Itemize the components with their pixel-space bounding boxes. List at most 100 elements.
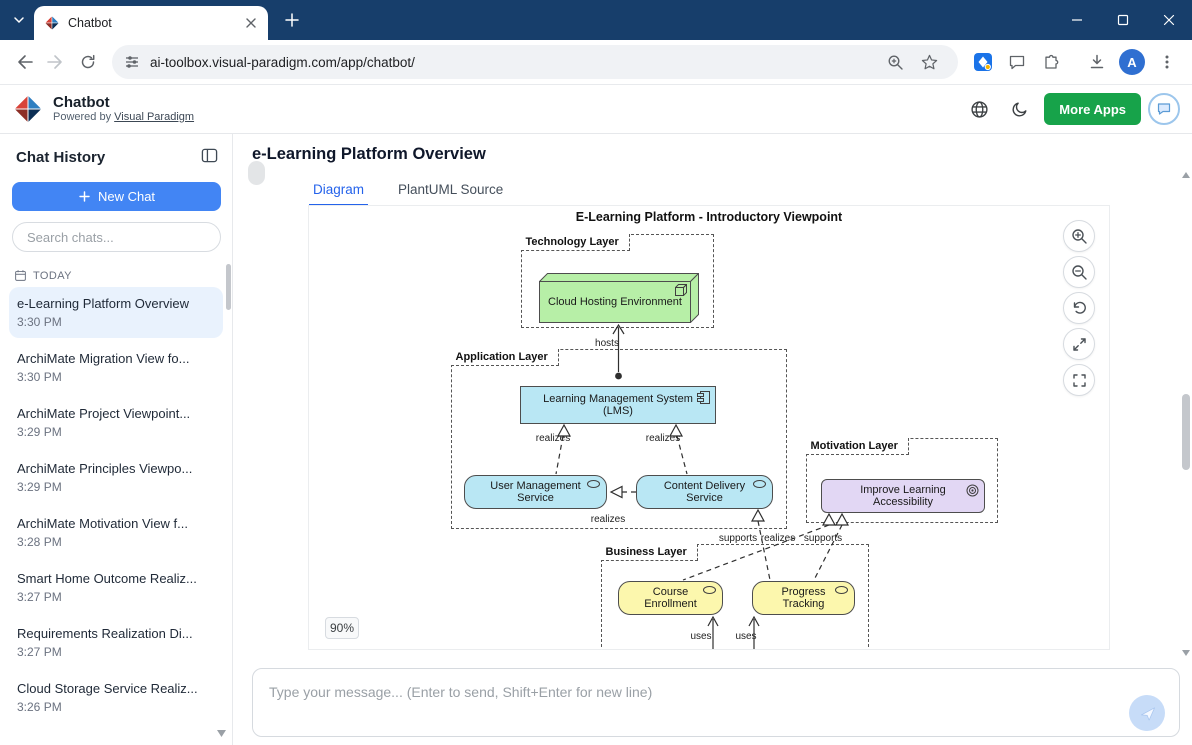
url-omnibox[interactable]: ai-toolbox.visual-paradigm.com/app/chatb… [112, 45, 958, 79]
diagram-title: E-Learning Platform - Introductory Viewp… [309, 210, 1109, 224]
today-label: TODAY [33, 270, 72, 282]
visual-paradigm-link[interactable]: Visual Paradigm [114, 111, 194, 123]
message-composer [252, 668, 1180, 737]
browser-menu-button[interactable] [1152, 47, 1182, 77]
node-user-management-service[interactable]: User Management Service [464, 475, 607, 509]
downloads-button[interactable] [1082, 47, 1112, 77]
browser-tab-bar: Chatbot [0, 0, 1192, 40]
group-label-technology: Technology Layer [521, 234, 630, 251]
profile-avatar[interactable]: A [1119, 49, 1145, 75]
node-learning-management-system[interactable]: Learning Management System (LMS) [520, 386, 716, 424]
node-progress-tracking[interactable]: Progress Tracking [752, 581, 855, 615]
chat-time: 3:30 PM [17, 370, 215, 384]
message-input[interactable] [253, 669, 1179, 736]
comment-button[interactable] [1002, 47, 1032, 77]
powered-by-text: Powered by [53, 111, 111, 123]
language-button[interactable] [962, 92, 996, 126]
chat-time: 3:29 PM [17, 480, 215, 494]
node-icon [675, 284, 687, 296]
node-content-delivery-service[interactable]: Content Delivery Service [636, 475, 773, 509]
chat-title: Cloud Storage Service Realiz... [17, 681, 215, 696]
collapse-sidebar-button[interactable] [201, 147, 218, 167]
new-tab-button[interactable] [281, 9, 303, 31]
send-button[interactable] [1129, 695, 1165, 731]
chat-title: e-Learning Platform Overview [17, 296, 215, 311]
site-settings-icon [124, 54, 140, 70]
diagram-canvas[interactable]: E-Learning Platform - Introductory Viewp… [309, 206, 1109, 649]
reset-rotate-icon [1071, 300, 1088, 317]
fullscreen-button[interactable] [1063, 364, 1095, 396]
node-improve-learning-accessibility[interactable]: Improve Learning Accessibility [821, 479, 985, 513]
chat-title: ArchiMate Migration View fo... [17, 351, 215, 366]
calendar-icon [14, 269, 27, 282]
chat-item-0[interactable]: e-Learning Platform Overview 3:30 PM [9, 287, 223, 338]
edge-label-uses-1: uses [690, 631, 711, 642]
sidebar-scroll-down-arrow[interactable] [217, 724, 226, 742]
close-icon [1163, 14, 1175, 26]
extensions-button[interactable] [1036, 47, 1066, 77]
tab-diagram[interactable]: Diagram [309, 179, 368, 206]
tab-plantuml-source[interactable]: PlantUML Source [394, 179, 507, 206]
new-chat-button[interactable]: New Chat [12, 182, 221, 211]
zoom-page-button[interactable] [880, 47, 910, 77]
chat-bubble-icon [1156, 101, 1172, 117]
browser-address-bar: ai-toolbox.visual-paradigm.com/app/chatb… [0, 40, 1192, 85]
node-cloud-hosting-environment[interactable]: Cloud Hosting Environment [539, 273, 699, 323]
chat-item-1[interactable]: ArchiMate Migration View fo... 3:30 PM [9, 342, 223, 393]
reload-button[interactable] [72, 46, 104, 78]
maximize-button[interactable] [1100, 0, 1146, 40]
app-header: Chatbot Powered by Visual Paradigm More … [0, 85, 1192, 134]
component-icon [697, 391, 710, 404]
edge-label-realizes-right: realizes [646, 433, 680, 444]
main-scrollbar[interactable] [1180, 171, 1192, 657]
chat-item-3[interactable]: ArchiMate Principles Viewpo... 3:29 PM [9, 452, 223, 503]
more-apps-button[interactable]: More Apps [1044, 93, 1141, 125]
minimize-button[interactable] [1054, 0, 1100, 40]
plus-icon [78, 190, 91, 203]
back-button[interactable] [8, 46, 40, 78]
group-label-motivation: Motivation Layer [806, 438, 909, 455]
edge-label-realizes-bottom: realizes [761, 533, 795, 544]
kebab-menu-icon [1159, 54, 1175, 70]
app-title: Chatbot [53, 94, 194, 111]
chat-history-sidebar: Chat History New Chat TODAY e-Learning P… [0, 134, 233, 745]
search-chats-input[interactable] [12, 222, 221, 252]
dark-mode-button[interactable] [1003, 92, 1037, 126]
browser-action-icon-button[interactable] [968, 47, 998, 77]
close-window-button[interactable] [1146, 0, 1192, 40]
chat-item-7[interactable]: Cloud Storage Service Realiz... 3:26 PM [9, 672, 223, 723]
fit-screen-button[interactable] [1063, 328, 1095, 360]
puzzle-icon [1043, 54, 1060, 71]
node-label: Course Enrollment [627, 586, 714, 610]
zoom-controls [1063, 220, 1095, 396]
chat-item-2[interactable]: ArchiMate Project Viewpoint... 3:29 PM [9, 397, 223, 448]
zoom-out-button[interactable] [1063, 256, 1095, 288]
scroll-up-arrow[interactable] [1182, 171, 1190, 179]
node-course-enrollment[interactable]: Course Enrollment [618, 581, 723, 615]
chat-item-5[interactable]: Smart Home Outcome Realiz... 3:27 PM [9, 562, 223, 613]
chat-item-6[interactable]: Requirements Realization Di... 3:27 PM [9, 617, 223, 668]
tab-search-button[interactable] [9, 10, 29, 30]
fullscreen-icon [1071, 372, 1088, 389]
expand-icon [1071, 336, 1088, 353]
page-title: e-Learning Platform Overview [252, 145, 486, 164]
tab-close-button[interactable] [242, 14, 260, 32]
blue-extension-icon [973, 52, 993, 72]
browser-tab-chatbot[interactable]: Chatbot [34, 6, 268, 40]
chat-title: ArchiMate Principles Viewpo... [17, 461, 215, 476]
main-scrollbar-thumb[interactable] [1182, 394, 1190, 470]
zoom-in-button[interactable] [1063, 220, 1095, 252]
node-label: Content Delivery Service [645, 480, 764, 504]
scroll-handle[interactable] [248, 161, 265, 185]
chatbot-badge[interactable] [1148, 93, 1180, 125]
service-icon [835, 586, 848, 594]
back-arrow-icon [15, 53, 33, 71]
chat-item-4[interactable]: ArchiMate Motivation View f... 3:28 PM [9, 507, 223, 558]
sidebar-scrollbar-thumb[interactable] [226, 264, 231, 310]
scroll-down-arrow[interactable] [1182, 649, 1190, 657]
bookmark-button[interactable] [914, 47, 944, 77]
forward-button[interactable] [40, 46, 72, 78]
minimize-icon [1071, 14, 1083, 26]
zoom-level-badge: 90% [325, 617, 359, 639]
reset-zoom-button[interactable] [1063, 292, 1095, 324]
